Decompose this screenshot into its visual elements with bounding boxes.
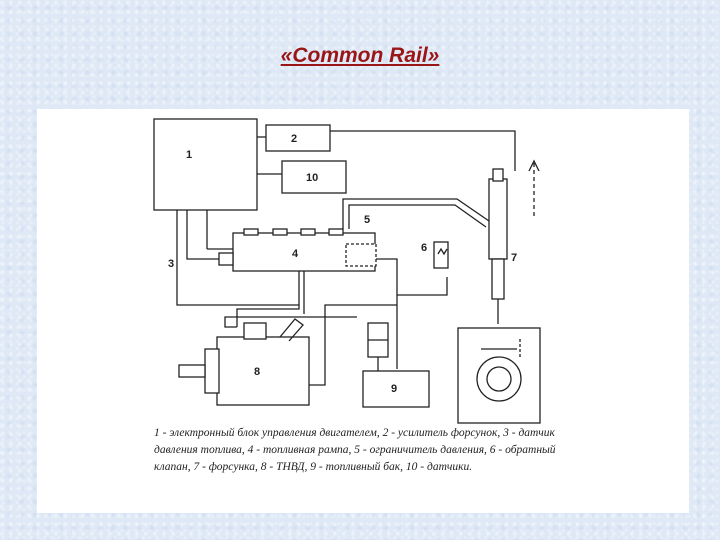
label-6: 6 [421, 242, 427, 254]
label-8: 8 [254, 366, 260, 378]
label-7: 7 [511, 252, 517, 264]
injector [488, 178, 508, 260]
label-1: 1 [186, 149, 192, 161]
common-rail-diagram: 1 2 10 3 4 5 6 7 8 9 [153, 118, 541, 424]
sensors-block [281, 160, 347, 194]
diagram-caption: 1 - электронный блок управления двигател… [154, 427, 556, 473]
label-9: 9 [391, 383, 397, 395]
pressure-limiter [345, 243, 377, 267]
check-valve [433, 241, 449, 269]
diagram-panel: 1 2 10 3 4 5 6 7 8 9 1 - электронный бло… [37, 109, 689, 513]
high-pressure-pump [216, 336, 310, 406]
label-10: 10 [306, 172, 318, 184]
slide-title: «Common Rail» [280, 44, 440, 67]
label-5: 5 [364, 214, 370, 226]
label-4: 4 [292, 248, 299, 260]
pressure-sensor [218, 252, 234, 266]
fuel-tank [362, 370, 430, 408]
injector-amplifier-block [265, 124, 331, 152]
label-2: 2 [291, 133, 297, 145]
ecu-block [153, 118, 258, 211]
label-3: 3 [168, 258, 174, 270]
